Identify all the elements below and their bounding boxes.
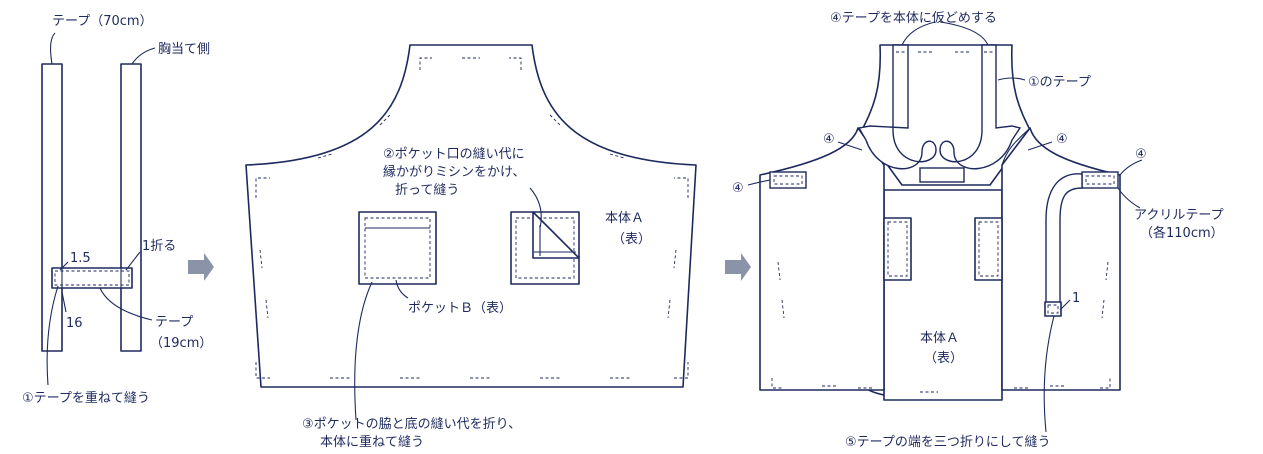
label-sew-tapes: ①テープを重ねて縫う — [22, 390, 150, 406]
label-body-a: 本体Ａ — [605, 211, 644, 226]
label-tape-19: （19cm） — [150, 336, 212, 351]
label-attach-pocket-1: ③ポケットの脇と底の縫い代を折り、 — [302, 416, 521, 432]
right-tape-strip — [120, 63, 142, 352]
left-side — [759, 127, 885, 391]
label-acrylic-110: （各110cm） — [1140, 225, 1224, 241]
apron-body-a — [245, 44, 697, 388]
step3-assembled: ④テープを本体に仮どめする ①のテープ ④ ④ ④ ④ アクリルテープ （各11… — [732, 11, 1224, 450]
cross-tape — [51, 267, 133, 289]
arrow-right-icon — [188, 253, 214, 281]
label-dim-16: 16 — [66, 316, 83, 331]
label-tape-from-1: ①のテープ — [1028, 75, 1091, 90]
tape-loop-left — [857, 44, 937, 170]
step1-tapes: テープ（70cm） 胸当て側 1.5 1折る 16 テープ （19cm） ①テー… — [22, 14, 212, 406]
label-num4-left-top: ④ — [823, 132, 835, 147]
label-bib-side: 胸当て側 — [158, 42, 210, 57]
step2-body-panel: ②ポケット口の縫い代に 縁かがりミシンをかけ、 折って縫う 本体Ａ （表） ポケ… — [245, 44, 697, 450]
label-dim-1: 1 — [1072, 291, 1080, 306]
label-baste-tapes: ④テープを本体に仮どめする — [830, 11, 997, 26]
pocket-right — [974, 217, 1003, 281]
label-tape-70: テープ（70cm） — [52, 14, 153, 29]
tape-end — [1044, 301, 1062, 317]
label-num4-right-top: ④ — [1056, 132, 1068, 147]
label-pocket-b: ポケットＢ（表） — [408, 301, 512, 316]
label-dim-1-5: 1.5 — [70, 251, 91, 266]
label-tri-fold: ⑤テープの端を三つ折りにして縫う — [845, 435, 1051, 450]
label-fold-1: 1折る — [142, 239, 176, 254]
tape-left-side — [769, 171, 807, 189]
label-acrylic-tape: アクリルテープ — [1134, 208, 1224, 223]
label-tape: テープ — [155, 315, 193, 330]
tape-loop-right — [939, 44, 1022, 170]
arrow-right-icon — [725, 253, 751, 281]
pocket-b — [358, 211, 437, 285]
label-num4-right: ④ — [1135, 147, 1147, 162]
label-num4-left: ④ — [732, 181, 744, 196]
label-omote: （表） — [612, 232, 651, 247]
label-pocket-mouth-2: 縁かがりミシンをかけ、 — [383, 164, 525, 180]
pocket-folded — [510, 211, 580, 285]
label-omote: （表） — [924, 351, 963, 366]
tape-cross — [919, 167, 965, 183]
label-body-a: 本体Ａ — [920, 331, 959, 346]
right-side — [1001, 127, 1121, 391]
label-attach-pocket-2: 本体に重ねて縫う — [320, 434, 424, 450]
label-pocket-mouth-1: ②ポケット口の縫い代に — [383, 147, 525, 162]
pocket-left — [883, 217, 912, 281]
label-pocket-mouth-3: 折って縫う — [395, 183, 459, 198]
tape-right-side — [1081, 171, 1119, 189]
